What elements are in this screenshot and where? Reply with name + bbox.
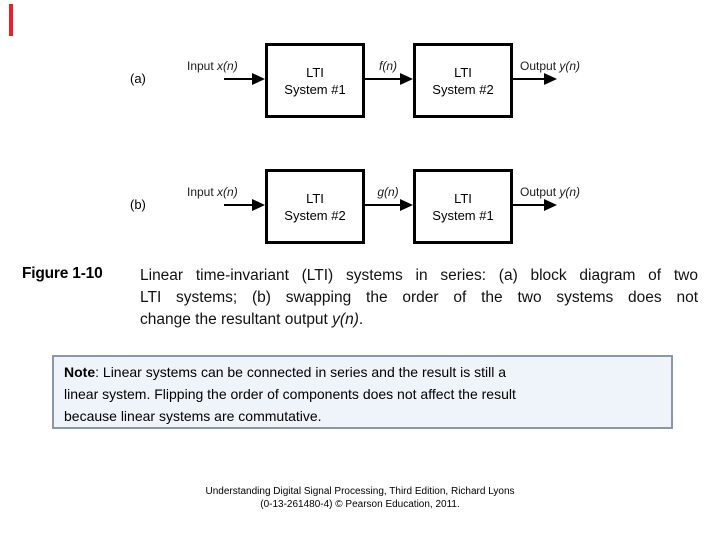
box-subtitle: System #2 <box>284 207 346 223</box>
caption-line-3-text: change the resultant output <box>140 311 333 328</box>
row-b-input-arrow-line <box>224 204 254 206</box>
input-math: x(n) <box>217 185 238 199</box>
mid-math: f(n) <box>379 59 397 73</box>
row-a-input-signal-label: Input x(n) <box>187 59 238 73</box>
box-title: LTI <box>454 190 472 206</box>
row-a-output-signal-label: Output y(n) <box>520 59 580 73</box>
note-bold-label: Note <box>64 364 96 380</box>
diagram-row-a: (a) Input x(n) LTI System #1 f(n) LTI Sy… <box>0 0 720 124</box>
row-b-output-arrowhead-icon <box>544 199 557 211</box>
input-math: x(n) <box>217 59 238 73</box>
output-word: Output <box>520 59 560 73</box>
row-a-input-arrowhead-icon <box>252 73 265 85</box>
box-title: LTI <box>306 190 324 206</box>
row-a-mid-arrowhead-icon <box>400 73 413 85</box>
note-line-1: Note: Linear systems can be connected in… <box>64 361 661 383</box>
figure-caption: Linear time-invariant (LTI) systems in s… <box>140 265 698 331</box>
output-math: y(n) <box>559 59 581 73</box>
row-a-system-box-1: LTI System #1 <box>265 43 365 118</box>
input-word: Input <box>187 185 218 199</box>
row-a-mid-arrow-line <box>364 78 402 80</box>
row-b-system-box-2: LTI System #1 <box>413 169 513 244</box>
row-b-output-arrow-line <box>512 204 546 206</box>
box-title: LTI <box>454 64 472 80</box>
row-a-output-arrowhead-icon <box>544 73 557 85</box>
box-subtitle: System #2 <box>432 81 494 97</box>
row-b-output-signal-label: Output y(n) <box>520 185 580 199</box>
row-b-system-box-1: LTI System #2 <box>265 169 365 244</box>
row-a-input-arrow-line <box>224 78 254 80</box>
row-b-input-arrowhead-icon <box>252 199 265 211</box>
citation-line-1: Understanding Digital Signal Processing,… <box>205 486 515 497</box>
row-a-system-box-2: LTI System #2 <box>413 43 513 118</box>
row-a-label: (a) <box>130 71 146 86</box>
red-marker-bar <box>9 4 13 36</box>
row-b-intermediate-signal-label: g(n) <box>364 185 412 199</box>
caption-line-3: change the resultant output y(n). <box>140 309 698 331</box>
diagram-row-b: (b) Input x(n) LTI System #2 g(n) LTI Sy… <box>0 126 720 250</box>
row-a-intermediate-signal-label: f(n) <box>364 59 412 73</box>
row-a-output-arrow-line <box>512 78 546 80</box>
output-math: y(n) <box>559 185 581 199</box>
caption-line-3-math: y(n) <box>332 311 359 328</box>
box-subtitle: System #1 <box>432 207 494 223</box>
row-b-mid-arrowhead-icon <box>400 199 413 211</box>
figure-number-label: Figure 1-10 <box>22 265 103 282</box>
caption-line-3-period: . <box>358 311 364 328</box>
note-box: Note: Linear systems can be connected in… <box>52 355 673 429</box>
input-word: Input <box>187 59 218 73</box>
note-line-3: because linear systems are commutative. <box>64 408 322 424</box>
mid-math: g(n) <box>377 185 399 199</box>
caption-line-1: Linear time-invariant (LTI) systems in s… <box>140 267 698 284</box>
caption-line-2: LTI systems; (b) swapping the order of t… <box>140 289 698 306</box>
box-subtitle: System #1 <box>284 81 346 97</box>
output-word: Output <box>520 185 560 199</box>
citation-footer: Understanding Digital Signal Processing,… <box>0 485 720 511</box>
row-b-mid-arrow-line <box>364 204 402 206</box>
note-line-1-text: : Linear systems can be connected in ser… <box>95 364 506 380</box>
note-line-2: linear system. Flipping the order of com… <box>64 386 516 402</box>
lti-series-diagram: (a) Input x(n) LTI System #1 f(n) LTI Sy… <box>0 0 720 250</box>
box-title: LTI <box>306 64 324 80</box>
citation-line-2: (0-13-261480-4) © Pearson Education, 201… <box>260 499 460 510</box>
row-b-label: (b) <box>130 197 146 212</box>
row-b-input-signal-label: Input x(n) <box>187 185 238 199</box>
